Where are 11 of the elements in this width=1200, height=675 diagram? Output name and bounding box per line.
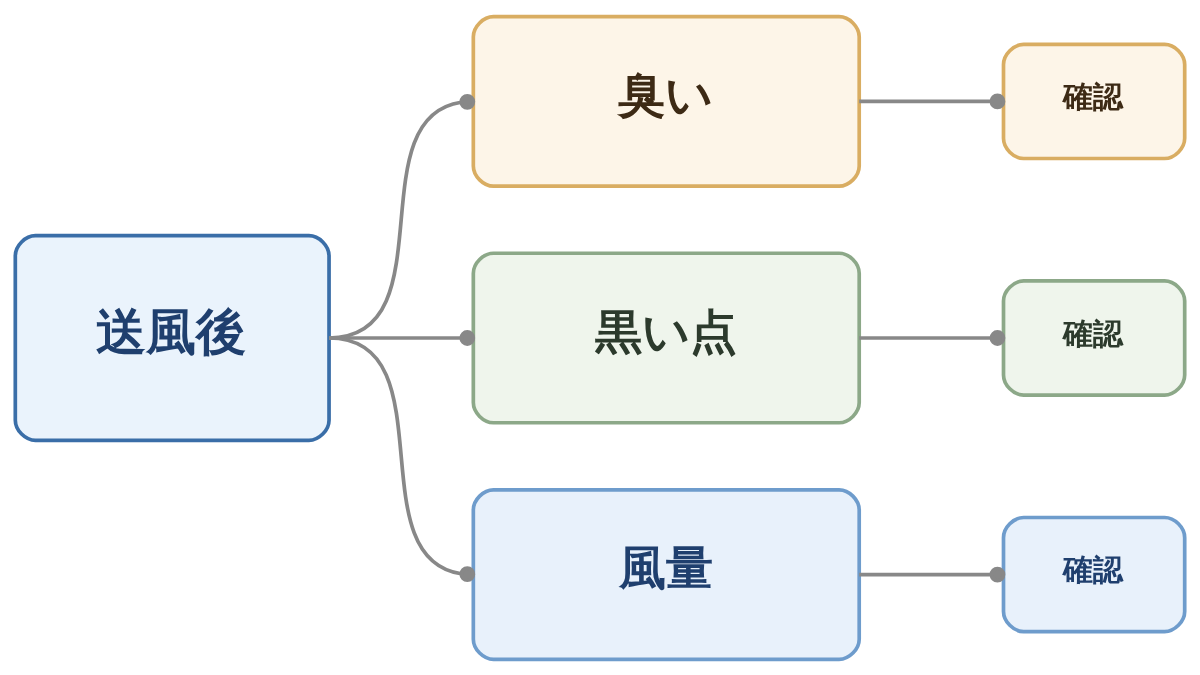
node-box: 黒い点 (471, 250, 862, 425)
node-box: 臭い (471, 14, 862, 188)
node-box: 送風後 (13, 233, 331, 442)
connector (328, 335, 476, 582)
node-box: 風量 (471, 487, 862, 661)
node-box: 確認 (1001, 42, 1187, 160)
connector (859, 566, 1006, 582)
connector (859, 329, 1006, 346)
connector (859, 93, 1006, 109)
node-box: 確認 (1001, 515, 1187, 633)
node-box: 確認 (1001, 278, 1187, 397)
